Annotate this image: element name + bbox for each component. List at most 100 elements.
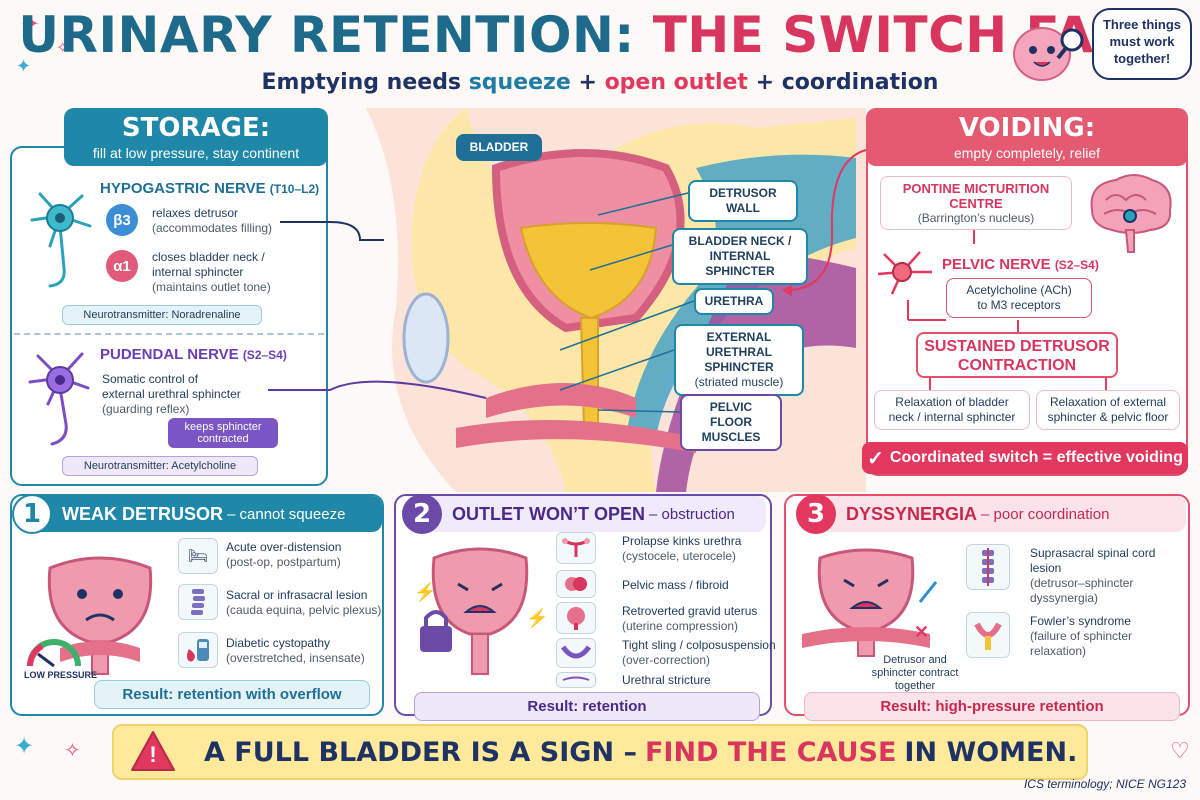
sling-icon	[556, 638, 596, 668]
hypogastric-nerve-title: HYPOGASTRIC NERVE (T10–L2)	[100, 180, 319, 197]
item-main: Sacral or infrasacral lesion	[226, 588, 368, 602]
ach-box: Acetylcholine (ACh) to M3 receptors	[946, 278, 1092, 318]
label-bladder-neck: BLADDER NECK / INTERNAL SPHINCTER	[672, 228, 808, 285]
relax-left-2: neck / internal sphincter	[888, 410, 1016, 424]
pelvic-floor-line-1: PELVIC FLOOR	[709, 400, 753, 429]
card-1-header: 1 WEAK DETRUSOR – cannot squeeze	[12, 494, 382, 534]
pudendal-title-text: PUDENDAL NERVE	[100, 346, 239, 363]
card-3-item: Fowler’s syndrome (failure of sphincter …	[1030, 614, 1180, 659]
banner-part-2: FIND THE CAUSE	[644, 736, 897, 768]
footnote: ICS terminology; NICE NG123	[1023, 777, 1186, 791]
item-sub: (uterine compression)	[622, 619, 739, 633]
title-part-1: URINARY RETENTION:	[18, 6, 635, 64]
card-1-result: Result: retention with overflow	[94, 680, 370, 709]
card-3-caption: Detrusor and sphincter contract together	[860, 654, 970, 693]
relaxation-internal-box: Relaxation of bladder neck / internal sp…	[874, 390, 1030, 430]
coordinated-switch-banner: ✓ Coordinated switch = effective voiding	[862, 442, 1188, 474]
card-1-item: Diabetic cystopathy (overstretched, inse…	[226, 636, 365, 666]
gauge-icon	[24, 636, 84, 670]
svg-text:⚡: ⚡	[526, 607, 548, 629]
label-urethra: URETHRA	[694, 288, 774, 315]
relaxation-external-box: Relaxation of external sphincter & pelvi…	[1036, 390, 1180, 430]
alpha1-description: closes bladder neck / internal sphincter…	[152, 250, 271, 295]
card-2-item: Tight sling / colposuspension (over-corr…	[622, 638, 776, 668]
card-1-number: 1	[12, 494, 52, 534]
subtitle-open-outlet: open outlet	[604, 70, 748, 95]
caption-line-3: together	[894, 680, 936, 692]
card-3-title: DYSSYNERGIA	[846, 503, 978, 524]
card-2-title: OUTLET WON’T OPEN	[452, 503, 645, 524]
beta3-receptor-icon: β3	[106, 204, 138, 236]
sphincter-icon	[966, 612, 1010, 658]
pelvic-segment: (S2–S4)	[1054, 258, 1099, 272]
item-main: Urethral stricture	[622, 673, 711, 687]
voiding-subheading: empty completely, relief	[953, 145, 1100, 161]
neuron-icon	[20, 340, 110, 450]
storage-divider	[14, 333, 324, 335]
ach-line-2: to M3 receptors	[977, 298, 1061, 312]
label-pelvic-floor: PELVIC FLOOR MUSCLES	[680, 394, 782, 451]
gravid-uterus-icon	[556, 602, 596, 634]
item-main: Fowler’s syndrome	[1030, 614, 1131, 628]
caption-line-1: Detrusor and	[883, 654, 947, 666]
card-3-number: 3	[796, 494, 836, 534]
card-2-result: Result: retention	[414, 692, 760, 721]
item-sub: (failure of sphincter relaxation)	[1030, 629, 1133, 658]
item-sub: (over-correction)	[622, 653, 711, 667]
subtitle-squeeze: squeeze	[468, 70, 571, 95]
item-sub: (post-op, postpartum)	[226, 555, 341, 569]
page-subtitle: Emptying needs squeeze + open outlet + c…	[0, 70, 1200, 95]
alpha1-receptor-icon: α1	[106, 250, 138, 282]
subtitle-text: Emptying needs	[261, 70, 462, 95]
item-sub: (cystocele, uterocele)	[622, 549, 737, 563]
pelvic-title-text: PELVIC NERVE	[942, 256, 1051, 273]
pudendal-main-1: Somatic control of	[102, 372, 199, 386]
storage-header: STORAGE: fill at low pressure, stay cont…	[64, 108, 328, 166]
neuron-icon	[872, 244, 942, 304]
stricture-icon	[556, 672, 596, 688]
card-1-subtitle: – cannot squeeze	[227, 505, 346, 523]
sparkle-icon: ✧	[64, 740, 81, 762]
sparkle-icon: ✦	[20, 11, 41, 38]
item-main: Tight sling / colposuspension	[622, 638, 776, 652]
item-main: Diabetic cystopathy	[226, 636, 331, 650]
uterus-icon	[556, 532, 596, 564]
voiding-heading: VOIDING:	[958, 113, 1096, 143]
heart-icon: ♡	[1170, 738, 1190, 763]
pmc-sub: (Barrington’s nucleus)	[917, 211, 1035, 225]
external-line-1: EXTERNAL URETHRAL	[706, 330, 772, 359]
item-main: Retroverted gravid uterus	[622, 604, 758, 618]
sustained-line-2: CONTRACTION	[957, 357, 1077, 374]
card-3-item: Suprasacral spinal cord lesion (detrusor…	[1030, 546, 1180, 606]
warning-symbol: !	[149, 742, 157, 767]
beta3-description: relaxes detrusor (accommodates filling)	[152, 206, 272, 236]
pudendal-nerve-title: PUDENDAL NERVE (S2–S4)	[100, 346, 287, 363]
pudendal-main-2: external urethral sphincter	[102, 387, 241, 401]
pmc-title: PONTINE MICTURITION CENTRE	[902, 181, 1050, 211]
speech-bubble: Three things must work together!	[1092, 8, 1192, 80]
caption-line-2: sphincter contract	[871, 667, 959, 679]
contracting-bladder-icon: ✕	[796, 538, 946, 658]
sparkle-icon: ✧	[56, 40, 70, 57]
card-1-title: WEAK DETRUSOR	[62, 503, 223, 524]
item-main: Pelvic mass / fibroid	[622, 578, 729, 592]
svg-text:⚡: ⚡	[414, 581, 436, 603]
beta3-sub: (accommodates filling)	[152, 221, 273, 235]
noradrenaline-pill: Neurotransmitter: Noradrenaline	[62, 305, 262, 325]
svg-text:✕: ✕	[914, 622, 929, 642]
alpha1-main-1: closes bladder neck /	[152, 250, 265, 264]
external-line-2: SPHINCTER	[704, 360, 774, 374]
bottom-banner: A FULL BLADDER IS A SIGN – FIND THE CAUS…	[112, 724, 1088, 780]
storage-heading: STORAGE:	[121, 113, 271, 143]
label-detrusor-wall: DETRUSOR WALL	[688, 180, 798, 222]
card-3-header: 3 DYSSYNERGIA – poor coordination	[796, 494, 1186, 534]
bed-icon: 🛏	[178, 538, 218, 574]
keeps-sphincter-pill: keeps sphincter contracted	[168, 418, 278, 448]
sustained-line-1: SUSTAINED DETRUSOR	[924, 338, 1110, 355]
sparkle-icon: ✦	[16, 56, 32, 76]
pudendal-sub: (guarding reflex)	[102, 402, 190, 416]
pill-line-2: contracted	[197, 433, 249, 445]
alpha1-main-2: internal sphincter	[152, 265, 244, 279]
card-2-subtitle: – obstruction	[649, 505, 735, 523]
